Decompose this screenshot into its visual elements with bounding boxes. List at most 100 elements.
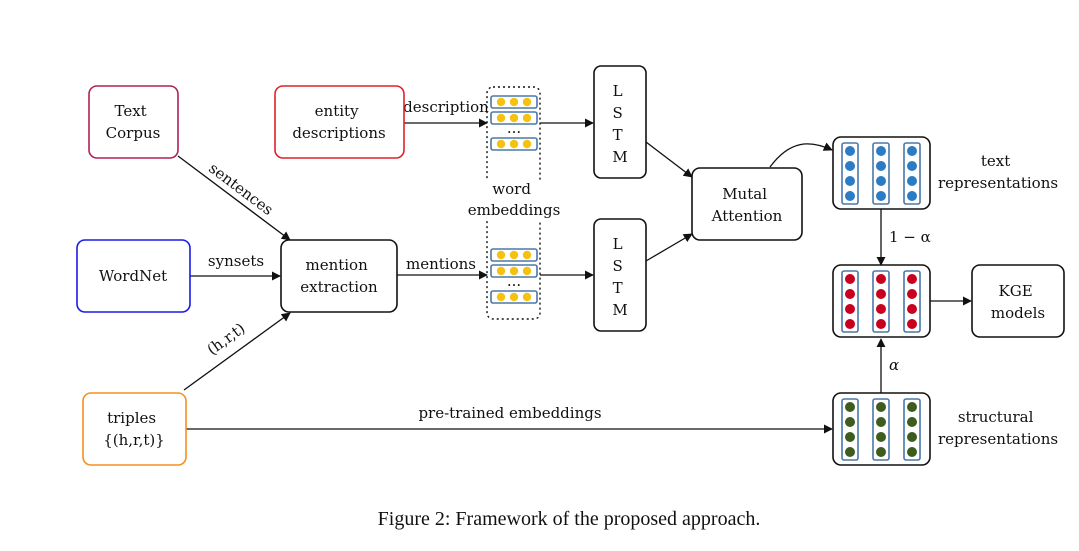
node-lstm-top-box: [593, 65, 647, 179]
word-embeddings-label-bg: [474, 180, 554, 220]
word-embedding-row: [490, 264, 538, 278]
word-embedding-dot: [522, 292, 532, 302]
embedding-dot: [845, 274, 855, 284]
word-embedding-row: [490, 290, 538, 304]
node-entity-descriptions-box: [274, 85, 405, 159]
edge-lstm-top-to-attention: [645, 141, 693, 178]
text-representations-matrix: [832, 136, 931, 210]
node-kge-models-box: [971, 264, 1065, 338]
word-embedding-dot: [522, 139, 532, 149]
embedding-dot: [876, 274, 886, 284]
word-embedding-row: [490, 137, 538, 151]
embedding-dot: [876, 319, 886, 329]
edges: [177, 118, 972, 434]
word-embedding-dot: [496, 97, 506, 107]
node-wordnet: WordNet: [76, 239, 191, 313]
embedding-dot: [845, 417, 855, 427]
embedding-dot: [907, 274, 917, 284]
embedding-dot: [845, 304, 855, 314]
embedding-dot: [907, 146, 917, 156]
embedding-dot: [907, 402, 917, 412]
word-embedding-dot: [509, 113, 519, 123]
word-embedding-dot: [496, 113, 506, 123]
embedding-column-frame: [872, 142, 890, 205]
word-embedding-dot: [496, 292, 506, 302]
embedding-dot: [876, 304, 886, 314]
text-representations-columns: [841, 142, 921, 205]
embedding-dot: [876, 432, 886, 442]
combined-representations-columns: [841, 270, 921, 333]
edge-hrt: [183, 312, 291, 391]
word-embedding-dot: [509, 292, 519, 302]
embedding-dot: [876, 289, 886, 299]
embedding-dot: [845, 176, 855, 186]
edge-sentences: [177, 155, 291, 241]
figure-caption: Figure 2: Framework of the proposed appr…: [378, 508, 761, 530]
combined-representations-matrix: [832, 264, 931, 338]
node-lstm-top: L S T M: [593, 65, 647, 179]
embedding-dot: [876, 191, 886, 201]
node-triples-label: triples {(h,r,t)}: [103, 409, 165, 449]
word-embedding-dot: [522, 250, 532, 260]
embedding-column-frame: [872, 270, 890, 333]
embedding-dot: [907, 417, 917, 427]
word-embedding-dot: [509, 139, 519, 149]
embedding-dot: [845, 432, 855, 442]
word-embedding-dot: [496, 139, 506, 149]
structural-representations-columns: [841, 398, 921, 461]
embedding-dot: [845, 161, 855, 171]
embedding-dot: [907, 304, 917, 314]
embedding-column: [841, 142, 859, 205]
embedding-dot: [876, 447, 886, 457]
node-entity-descriptions: entity descriptions: [274, 85, 405, 159]
embedding-column: [903, 142, 921, 205]
embedding-column-frame: [903, 142, 921, 205]
word-embeddings-label: word embeddings: [468, 180, 561, 219]
node-text-corpus: Text Corpus: [88, 85, 179, 159]
text-representations-label: text representations: [938, 152, 1058, 192]
label-one-minus-alpha: 1 − α: [889, 228, 931, 246]
word-embedding-row: [490, 95, 538, 109]
node-kge-models: KGE models: [971, 264, 1065, 338]
label-mentions: mentions: [406, 255, 476, 273]
word-embedding-dot: [509, 97, 519, 107]
label-alpha: α: [889, 356, 899, 374]
node-text-corpus-label: Text Corpus: [106, 102, 161, 142]
embedding-column-frame: [872, 398, 890, 461]
word-embedding-dot: [509, 266, 519, 276]
word-embedding-dot: [522, 97, 532, 107]
embedding-column: [903, 398, 921, 461]
node-wordnet-box: [76, 239, 191, 313]
embedding-dot: [907, 176, 917, 186]
label-description: description: [403, 98, 489, 116]
embedding-dot: [876, 146, 886, 156]
label-synsets: synsets: [208, 252, 264, 270]
label-sentences: sentences: [205, 159, 276, 219]
embedding-dot: [907, 432, 917, 442]
node-lstm-bottom: L S T M: [593, 218, 647, 332]
node-wordnet-label: WordNet: [99, 267, 167, 285]
embedding-column: [872, 270, 890, 333]
embedding-column-frame: [841, 398, 859, 461]
word-embedding-row: [490, 111, 538, 125]
embedding-column-frame: [903, 398, 921, 461]
word-embedding-dot: [522, 113, 532, 123]
node-mention-extraction-box: [280, 239, 398, 313]
node-lstm-top-label: L S T M: [612, 82, 627, 166]
embedding-dot: [845, 447, 855, 457]
embedding-dot: [907, 319, 917, 329]
label-pretrained: pre-trained embeddings: [418, 404, 601, 422]
embedding-dot: [876, 161, 886, 171]
node-lstm-bottom-label: L S T M: [612, 235, 627, 319]
node-mutal-attention-label: Mutal Attention: [711, 185, 783, 225]
ellipsis-top: ...: [507, 119, 521, 137]
structural-representations-label: structural representations: [938, 408, 1058, 448]
node-mutal-attention-box: [691, 167, 803, 241]
structural-representations-matrix: [832, 392, 931, 466]
embedding-dot: [845, 402, 855, 412]
embedding-dot: [907, 447, 917, 457]
node-lstm-bottom-box: [593, 218, 647, 332]
node-mention-extraction-label: mention extraction: [300, 256, 378, 296]
node-triples-box: [82, 392, 187, 466]
